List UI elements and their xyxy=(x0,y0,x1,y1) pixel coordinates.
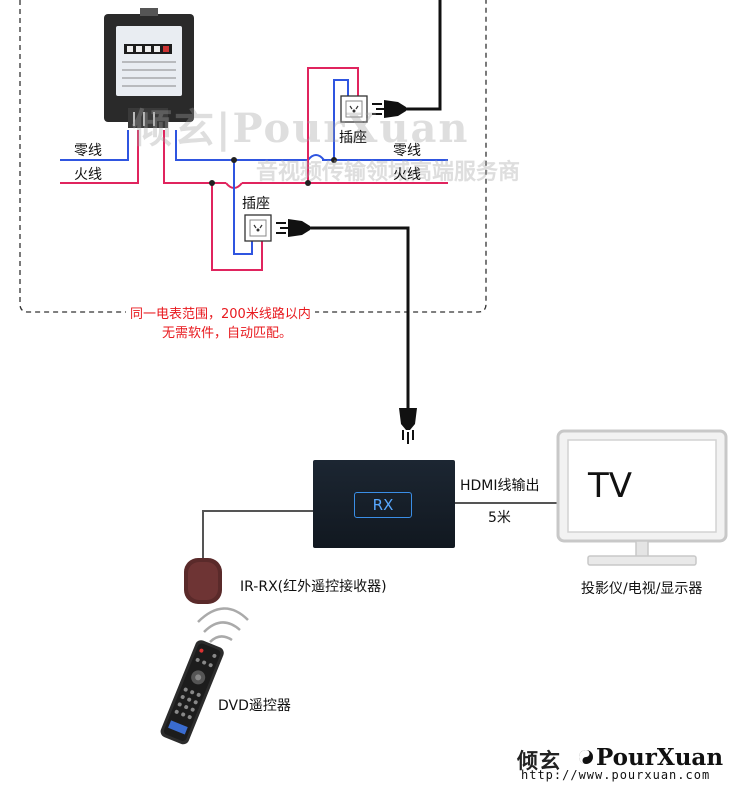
socket-bottom xyxy=(244,214,272,242)
live-wire-left xyxy=(60,130,139,184)
socket-top-live-branch xyxy=(307,67,359,183)
ir-receiver-label: IR-RX(红外遥控接收器) xyxy=(240,579,387,595)
tv-monitor xyxy=(556,429,728,566)
socket-bottom-neutral-branch xyxy=(233,160,253,255)
neutral-label-right: 零线 xyxy=(393,143,421,159)
range-note-line1: 同一电表范围，200米线路以内 xyxy=(126,303,315,322)
dvd-remote-label: DVD遥控器 xyxy=(218,698,291,714)
logo-url: http://www.pourxuan.com xyxy=(521,768,711,782)
ir-cable xyxy=(202,510,313,560)
logo-en: PourXuan xyxy=(596,744,724,771)
range-note-line2: 无需软件，自动匹配。 xyxy=(162,326,293,341)
watermark-main: 倾玄|PourXuan xyxy=(132,105,470,152)
neutral-label-left: 零线 xyxy=(74,143,102,159)
plug-top xyxy=(372,0,442,118)
electric-meter xyxy=(104,8,194,128)
junction-dot xyxy=(209,180,215,186)
tv-screen-text: TV xyxy=(588,466,633,506)
signal-waves xyxy=(197,607,249,643)
watermark-sub: 音视频传输领域高端服务商 xyxy=(256,160,521,185)
live-label-right: 火线 xyxy=(393,167,421,183)
live-wire-right xyxy=(163,130,226,184)
ir-receiver xyxy=(184,558,222,604)
rx-badge: RX xyxy=(354,492,412,518)
junction-dot xyxy=(231,157,237,163)
plug-bottom xyxy=(276,219,410,408)
socket-top-neutral-branch xyxy=(322,79,349,161)
hdmi-length-label: 5米 xyxy=(488,510,511,526)
junction-dot xyxy=(305,180,311,186)
socket-top-label: 插座 xyxy=(339,130,367,146)
socket-bottom-live-branch xyxy=(211,183,263,271)
display-caption: 投影仪/电视/显示器 xyxy=(581,581,703,597)
plug-rx xyxy=(399,408,417,444)
hdmi-output-label: HDMI线输出 xyxy=(460,478,540,494)
rx-receiver-box: RX xyxy=(313,460,455,548)
neutral-wire-hop xyxy=(307,154,325,161)
junction-dot xyxy=(331,157,337,163)
neutral-wire-right xyxy=(175,130,308,161)
logo-cn: 倾玄 xyxy=(517,748,561,773)
logo-mark-icon xyxy=(579,750,593,764)
neutral-wire-left xyxy=(60,130,129,161)
socket-bottom-label: 插座 xyxy=(242,196,270,212)
socket-top xyxy=(340,95,368,123)
live-label-left: 火线 xyxy=(74,167,102,183)
dvd-remote xyxy=(160,640,224,745)
